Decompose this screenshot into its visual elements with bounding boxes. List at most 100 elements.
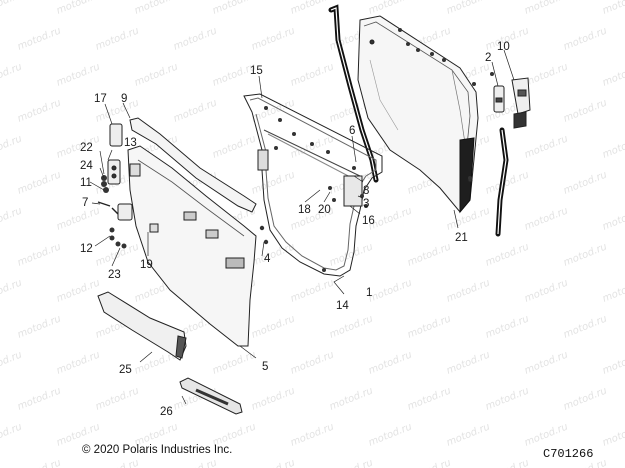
watermark-text: motod.ru — [172, 457, 219, 468]
leader-lines — [89, 49, 515, 405]
watermark-text: motod.ru — [523, 61, 570, 88]
part-7-pin — [97, 201, 119, 215]
watermark-text: motod.ru — [445, 349, 492, 376]
watermark-text: motod.ru — [328, 457, 375, 468]
watermark-text: motod.ru — [523, 0, 570, 17]
watermark-text: motod.ru — [445, 277, 492, 304]
part-25-lower-trim — [97, 291, 187, 361]
watermark-text: motod.ru — [484, 313, 531, 340]
watermark-text: motod.ru — [562, 385, 609, 412]
callout-10: 10 — [497, 41, 510, 53]
watermark-text: motod.ru — [133, 61, 180, 88]
callout-22: 22 — [80, 142, 93, 154]
callout-15: 15 — [250, 65, 263, 77]
callout-9: 9 — [121, 93, 127, 105]
watermark-text: motod.ru — [0, 0, 24, 17]
part-21-door-panel — [357, 15, 479, 214]
watermark-text: motod.ru — [0, 421, 24, 448]
watermark-text: motod.ru — [601, 205, 625, 232]
part-19-door-shell — [127, 145, 257, 347]
panel-fasteners — [398, 28, 494, 180]
callout-labels: 1 2 3 4 5 6 7 8 9 10 11 12 13 14 15 16 1… — [80, 41, 510, 418]
rear-seal-strip — [495, 127, 509, 237]
watermark-text: motod.ru — [0, 61, 24, 88]
watermark-text: motod.ru — [16, 385, 63, 412]
watermark-text: motod.ru — [562, 97, 609, 124]
part-12-bolts — [109, 227, 127, 249]
part-26-badge-plate — [179, 377, 243, 415]
watermark-text: motod.ru — [0, 133, 24, 160]
watermark-text: motod.ru — [250, 457, 297, 468]
watermark-text: motod.ru — [16, 97, 63, 124]
watermark-text: motod.ru — [367, 277, 414, 304]
watermark-text: motod.ru — [55, 133, 102, 160]
watermark-text: motod.ru — [523, 205, 570, 232]
watermark-text: motod.ru — [55, 205, 102, 232]
part-10-striker-bracket — [511, 77, 531, 129]
watermark-text: motod.ru — [406, 241, 453, 268]
watermark-text: motod.ru — [601, 421, 625, 448]
watermark-text: motod.ru — [94, 25, 141, 52]
watermark-text: motod.ru — [601, 133, 625, 160]
callout-25: 25 — [119, 364, 132, 376]
watermark-text: motod.ru — [406, 385, 453, 412]
watermark-text: motod.ru — [0, 277, 24, 304]
watermark-text: motod.ru — [601, 277, 625, 304]
callout-1: 1 — [366, 287, 372, 299]
watermark-text: motod.ru — [328, 385, 375, 412]
watermark-text: motod.ru — [445, 205, 492, 232]
watermark-text: motod.ru — [367, 0, 414, 17]
watermark-text: motod.ru — [16, 25, 63, 52]
watermark-text: motod.ru — [601, 0, 625, 17]
callout-12: 12 — [80, 243, 93, 255]
part-1-door-frame — [243, 93, 383, 277]
watermark-text: motod.ru — [562, 25, 609, 52]
callout-3: 3 — [363, 198, 369, 210]
callout-19: 19 — [140, 259, 153, 271]
watermark-text: motod.ru — [133, 0, 180, 17]
watermark-text: motod.ru — [289, 277, 336, 304]
watermark-text: motod.ru — [406, 313, 453, 340]
watermark-text: motod.ru — [523, 349, 570, 376]
callout-24: 24 — [80, 160, 93, 172]
watermark-text: motod.ru — [445, 421, 492, 448]
part-13-bracket — [107, 159, 121, 185]
watermark-text: motod.ru — [250, 169, 297, 196]
callout-13: 13 — [124, 137, 137, 149]
watermark-text: motod.ru — [289, 0, 336, 17]
part-7-hinge — [117, 203, 133, 221]
watermark-text: motod.ru — [16, 313, 63, 340]
callout-7: 7 — [82, 197, 88, 209]
drawing-number: C701266 — [543, 447, 594, 461]
watermark-text: motod.ru — [16, 169, 63, 196]
watermark-text: motod.ru — [406, 457, 453, 468]
watermark-text: motod.ru — [484, 385, 531, 412]
callout-2: 2 — [485, 52, 491, 64]
frame-fasteners — [264, 106, 368, 272]
callout-17: 17 — [94, 93, 107, 105]
part-4-clip — [259, 225, 269, 245]
part-17-hinge-plate — [109, 123, 123, 147]
watermark-text: motod.ru — [94, 385, 141, 412]
watermark-text: motod.ru — [250, 25, 297, 52]
watermark-text: motod.ru — [211, 0, 258, 17]
watermark-text: motod.ru — [16, 241, 63, 268]
watermark-text: motod.ru — [562, 241, 609, 268]
callout-20: 20 — [318, 204, 331, 216]
copyright-notice: © 2020 Polaris Industries Inc. — [82, 444, 233, 456]
watermark-text: motod.ru — [250, 313, 297, 340]
callout-6: 6 — [349, 125, 355, 137]
callout-18: 18 — [298, 204, 311, 216]
watermark-text: motod.ru — [289, 349, 336, 376]
watermark-text: motod.ru — [55, 61, 102, 88]
part-9-door-rail — [129, 117, 257, 213]
watermark-text: motod.ru — [55, 0, 102, 17]
callout-21: 21 — [455, 232, 468, 244]
callout-26: 26 — [160, 406, 173, 418]
watermark-text: motod.ru — [55, 349, 102, 376]
callout-23: 23 — [108, 269, 121, 281]
watermark-text: motod.ru — [523, 421, 570, 448]
watermark-text: motod.ru — [211, 349, 258, 376]
watermark-text: motod.ru — [367, 421, 414, 448]
